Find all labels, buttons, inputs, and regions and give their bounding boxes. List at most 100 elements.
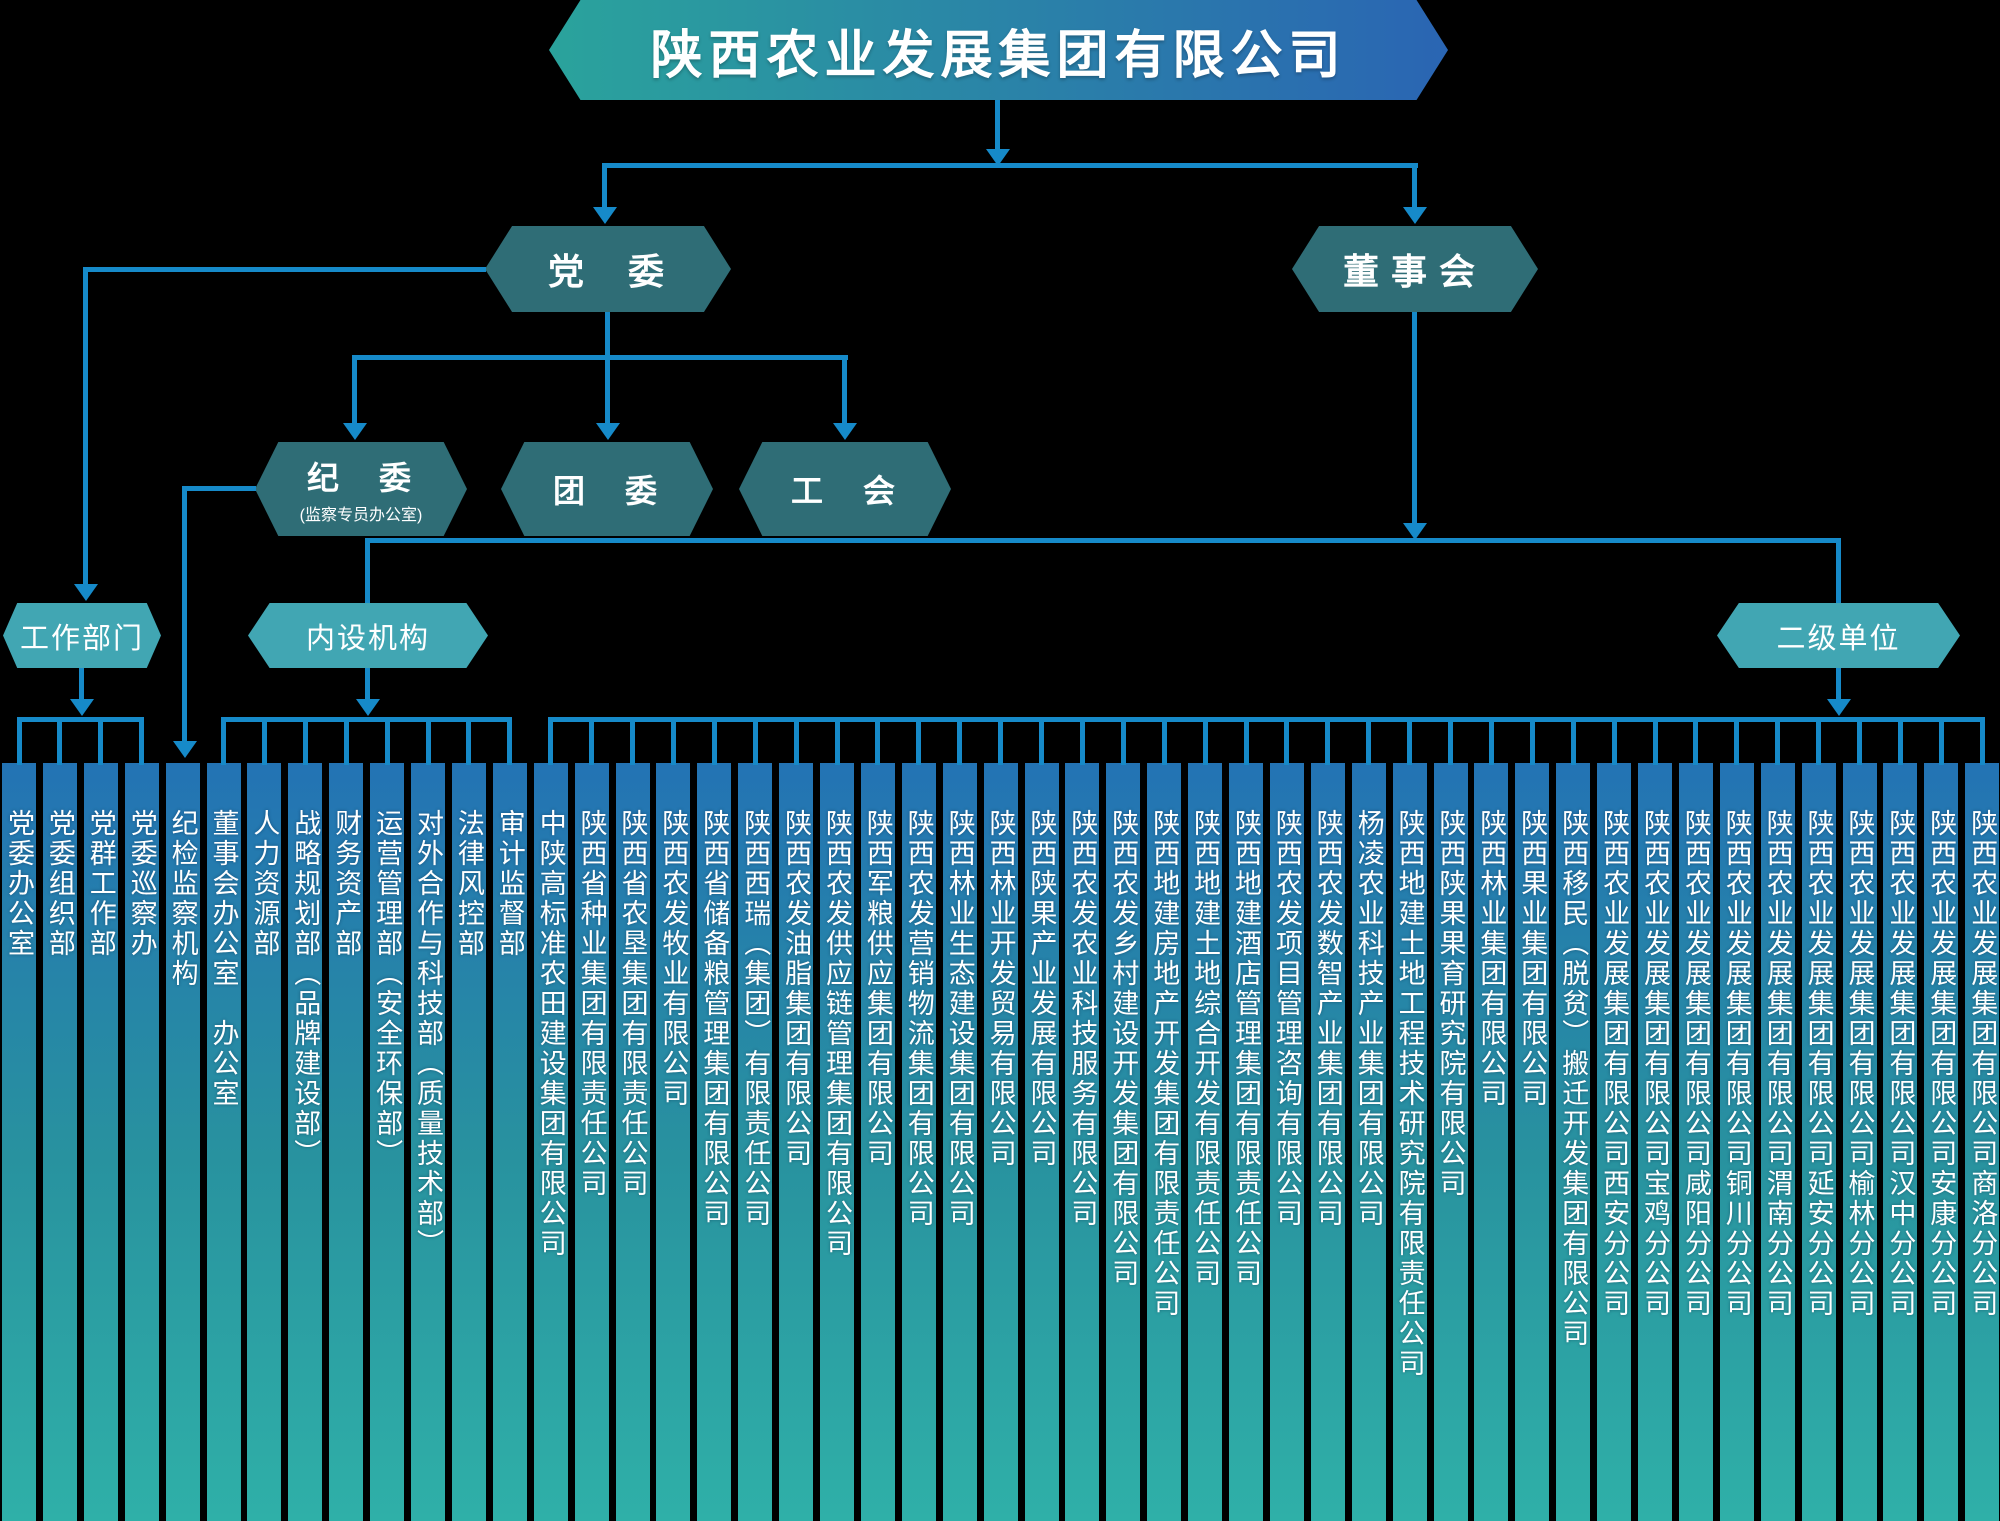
bracket-tick [1857, 719, 1862, 765]
connector-to-union [842, 355, 847, 423]
bracket-tick [916, 719, 922, 765]
org-column: 陕西农业发展集团有限公司咸阳分公司 [1678, 763, 1713, 1521]
connector-to-party [602, 163, 607, 207]
org-column: 审计监督部 [492, 763, 527, 1521]
org-column: 陕西农发牧业有限公司 [656, 763, 691, 1521]
bracket-tick [752, 719, 758, 765]
org-column-label: 陕西林业开发贸易有限公司 [985, 809, 1016, 1169]
org-column: 党委巡察办 [124, 763, 159, 1521]
connector-board-branch [365, 538, 1841, 543]
discipline-committee-node: 纪 委 (监察专员办公室) [255, 442, 467, 536]
org-column: 陕西省农垦集团有限责任公司 [615, 763, 650, 1521]
org-column: 陕西农业发展集团有限公司延安分公司 [1801, 763, 1836, 1521]
org-column-label: 陕西果业集团有限公司 [1517, 809, 1548, 1109]
bracket-tick [834, 719, 840, 765]
youth-league-label: 团 委 [552, 473, 661, 509]
arrowhead-youth [596, 423, 620, 440]
org-column-label: 陕西军粮供应集团有限公司 [862, 809, 893, 1169]
bracket-tick [1120, 719, 1126, 765]
internal-organs-group-node: 内设机构 [248, 603, 488, 668]
org-column: 陕西地建房地产开发集团有限责任公司 [1147, 763, 1182, 1521]
org-column-label: 陕西农发油脂集团有限公司 [781, 809, 812, 1169]
party-committee-label: 党 委 [547, 251, 668, 292]
arrowhead-workdept [74, 584, 98, 601]
org-column-label: 陕西地建土地综合开发有限责任公司 [1190, 809, 1221, 1289]
org-column-label: 陕西农发乡村建设开发集团有限公司 [1108, 809, 1139, 1289]
org-column-label: 陕西农业发展集团有限公司西安分公司 [1599, 809, 1630, 1319]
org-column-label: 陕西农业发展集团有限公司汉中分公司 [1885, 809, 1916, 1319]
connector-to-discipline [352, 355, 357, 423]
connector-party-left [83, 267, 486, 272]
bracket-tick [630, 719, 635, 765]
org-column-label: 党群工作部 [85, 809, 116, 959]
org-column: 陕西农业发展集团有限公司商洛分公司 [1965, 763, 2000, 1521]
org-column: 陕西地建酒店管理集团有限责任公司 [1229, 763, 1263, 1521]
org-column: 董事会办公室 办公室 [206, 763, 241, 1521]
bracket-tick [1775, 719, 1781, 765]
org-column-label: 陕西农业发展集团有限公司渭南分公司 [1762, 809, 1793, 1319]
org-column: 杨凌农业科技产业集团有限公司 [1351, 763, 1386, 1521]
connector-board-down [1412, 312, 1417, 523]
org-column-label: 陕西农发数智产业集团有限公司 [1312, 809, 1343, 1229]
arrowhead-party [593, 207, 617, 224]
org-column: 陕西农业发展集团有限公司铜川分公司 [1719, 763, 1754, 1521]
bracket-tick [139, 719, 145, 765]
bracket-tick [957, 719, 963, 765]
org-column: 陕西农发营销物流集团有限公司 [901, 763, 936, 1521]
bracket-tick [507, 719, 513, 765]
bracket-tick [16, 719, 22, 765]
connector-banner-down [995, 100, 1000, 150]
arrowhead-discipline-unit [173, 741, 197, 758]
bracket-tick [1039, 719, 1044, 765]
org-column-label: 党委办公室 [4, 809, 34, 959]
org-column-label: 陕西移民（脱贫）搬迁开发集团有限公司 [1558, 809, 1589, 1349]
arrowhead-banner [986, 149, 1010, 166]
connector-to-youth [605, 355, 610, 423]
org-column: 陕西农发农业科技服务有限公司 [1065, 763, 1100, 1521]
org-column: 陕西农发项目管理咨询有限公司 [1269, 763, 1304, 1521]
org-column: 陕西林业开发贸易有限公司 [983, 763, 1018, 1521]
org-column-label: 陕西农发牧业有限公司 [658, 809, 689, 1109]
arrowhead-secondary-bus [1827, 699, 1851, 716]
org-column: 陕西农发乡村建设开发集团有限公司 [1106, 763, 1141, 1521]
org-column-label: 战略规划部（品牌建设部） [290, 809, 321, 1169]
bracket-tick [1284, 719, 1290, 765]
org-column-label: 中陕高标准农田建设集团有限公司 [535, 809, 566, 1259]
org-column: 中陕高标准农田建设集团有限公司 [533, 763, 568, 1521]
org-column: 党委组织部 [42, 763, 77, 1521]
org-column: 陕西陕果产业发展有限公司 [1024, 763, 1059, 1521]
org-column-label: 陕西农业发展集团有限公司榆林分公司 [1844, 809, 1875, 1319]
board-label: 董事会 [1342, 251, 1487, 292]
labor-union-node: 工 会 [739, 442, 951, 536]
bracket-tick [1529, 719, 1535, 765]
org-column-label: 陕西农发营销物流集团有限公司 [903, 809, 934, 1229]
org-column: 陕西果业集团有限公司 [1515, 763, 1550, 1521]
org-column: 陕西农业发展集团有限公司西安分公司 [1597, 763, 1632, 1521]
bracket-tick [302, 719, 308, 765]
org-column: 陕西农发数智产业集团有限公司 [1310, 763, 1345, 1521]
bracket-tick [57, 719, 63, 765]
discipline-subtitle: (监察专员办公室) [299, 507, 423, 524]
bracket-tick [1202, 719, 1208, 765]
org-column-label: 陕西农业发展集团有限公司商洛分公司 [1967, 809, 1998, 1319]
bracket-tick [589, 719, 595, 765]
org-column-label: 陕西农业发展集团有限公司咸阳分公司 [1680, 809, 1711, 1319]
bracket-tick [1570, 719, 1576, 765]
connector-internal-drop [365, 538, 370, 604]
org-column-label: 对外合作与科技部（质量技术部） [413, 809, 443, 1259]
org-column-label: 陕西陕果产业发展有限公司 [1026, 809, 1057, 1169]
org-column-label: 陕西林业生态建设集团有限公司 [944, 809, 975, 1229]
arrowhead-discipline [343, 423, 367, 440]
youth-league-node: 团 委 [501, 442, 713, 536]
org-column: 陕西农业发展集团有限公司榆林分公司 [1842, 763, 1877, 1521]
org-column: 陕西军粮供应集团有限公司 [860, 763, 895, 1521]
bracket-tick [1079, 719, 1085, 765]
bracket-tick [1734, 719, 1740, 765]
connector-workdept-bus [79, 668, 84, 701]
org-column: 陕西地建土地工程技术研究院有限责任公司 [1392, 763, 1427, 1521]
org-column: 陕西农业发展集团有限公司汉中分公司 [1883, 763, 1918, 1521]
bracket-tick [1652, 719, 1658, 765]
org-column: 陕西农业发展集团有限公司安康分公司 [1924, 763, 1959, 1521]
org-column: 陕西陕果果育研究院有限公司 [1433, 763, 1468, 1521]
org-column-label: 陕西农发农业科技服务有限公司 [1067, 809, 1098, 1229]
